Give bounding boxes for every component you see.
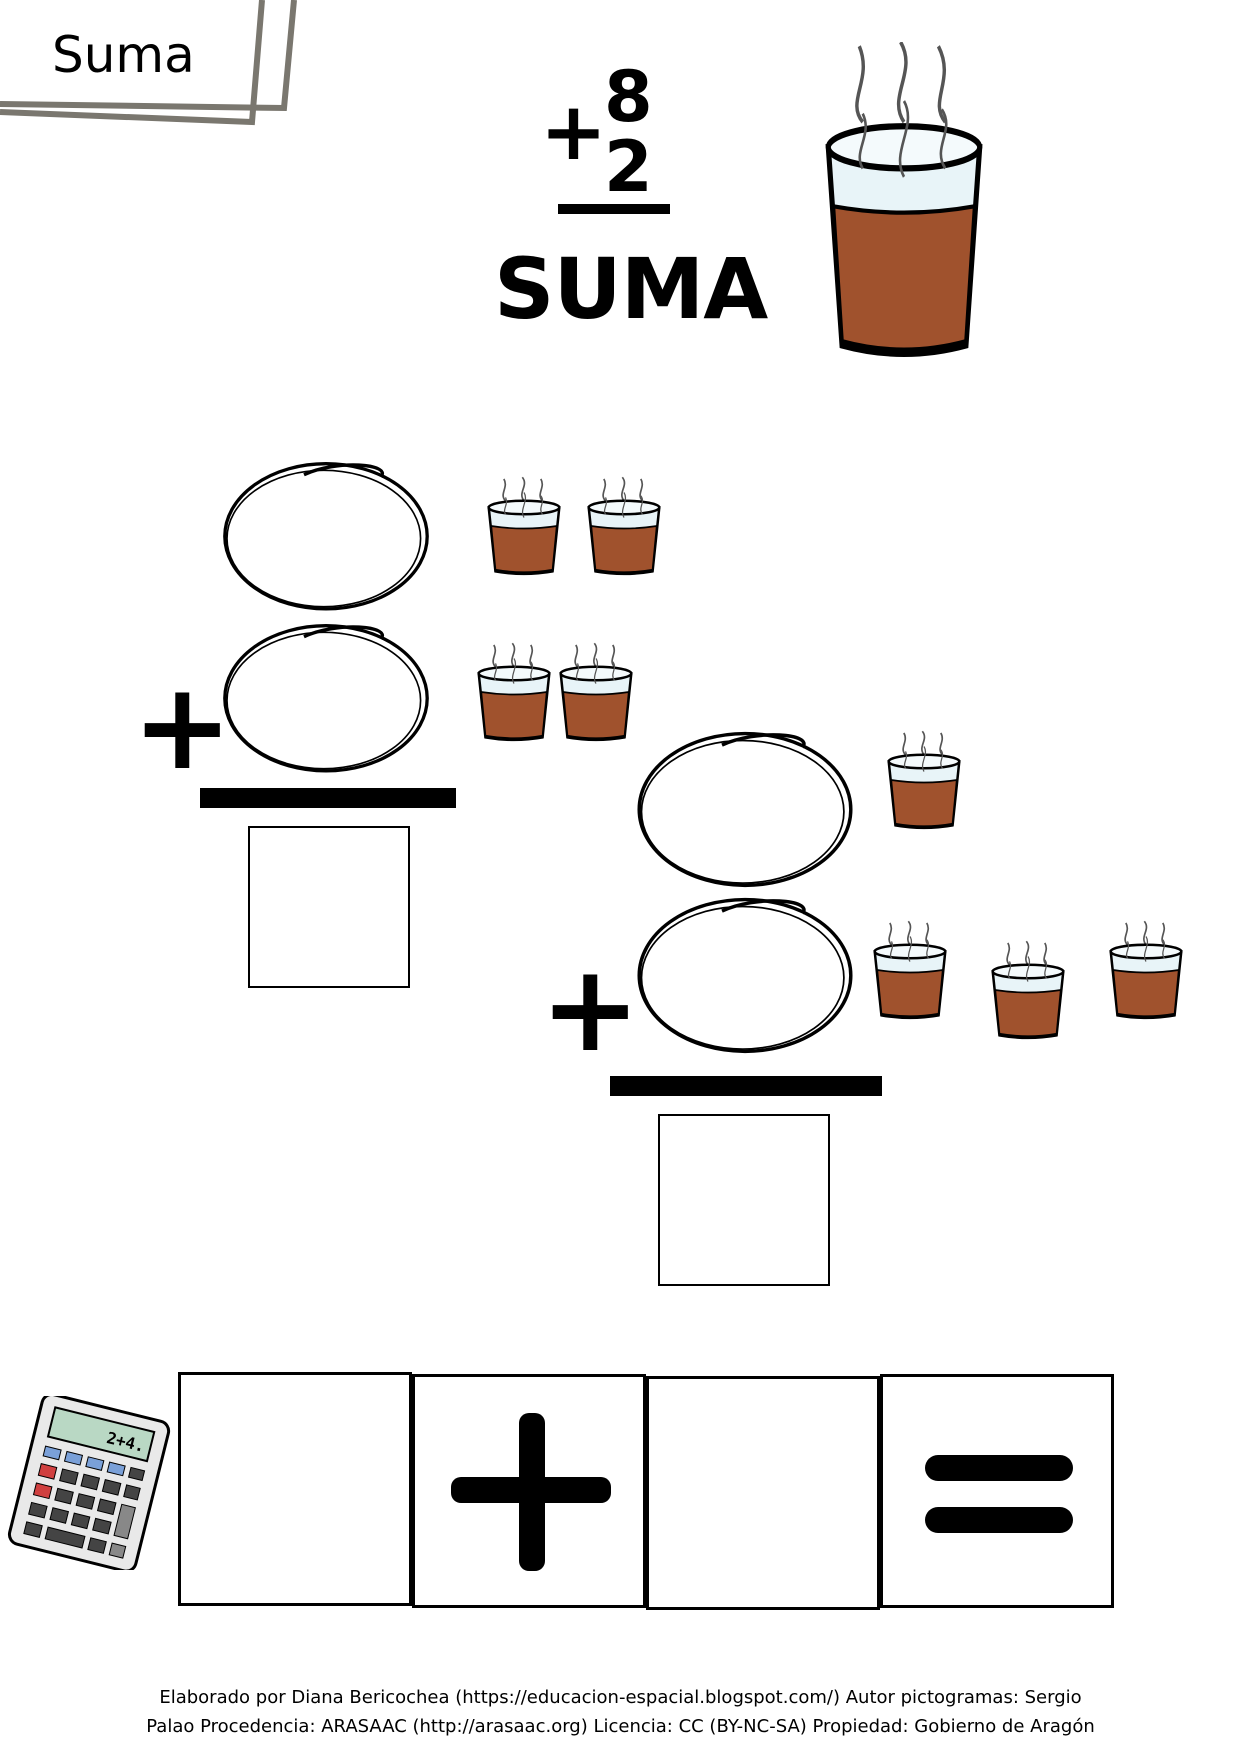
header-plus: + <box>540 85 608 178</box>
plus-sign-icon <box>451 1413 611 1571</box>
credits-footer: Elaborado por Diana Bericochea (https://… <box>0 1683 1241 1741</box>
zero-loop-top <box>630 718 860 894</box>
answer-box[interactable] <box>658 1114 830 1286</box>
glass-icon <box>1104 890 1188 1050</box>
zero-loop-top <box>216 448 436 618</box>
glass-icon <box>868 890 952 1050</box>
glass-icon <box>882 700 966 860</box>
exercise-operator: + <box>132 658 233 797</box>
header-word: SUMA <box>494 240 768 338</box>
equation-box-operator: + <box>412 1374 646 1608</box>
header-bottom-digit: 2 <box>604 126 653 208</box>
glass-icon <box>472 612 556 772</box>
zero-loop-bottom <box>216 610 436 780</box>
exercise-sum-line <box>610 1076 882 1096</box>
calculator-icon: 2+4. <box>7 1396 171 1570</box>
equation-box-equals: = <box>880 1374 1114 1608</box>
header-sum-line <box>558 204 670 214</box>
glass-icon <box>582 446 666 606</box>
equals-sign-icon <box>925 1455 1073 1533</box>
glass-icon <box>986 910 1070 1070</box>
exercise-operator: + <box>540 940 641 1079</box>
glass-icon <box>554 612 638 772</box>
tab-title: Suma <box>52 26 195 84</box>
header-top-digit: 8 <box>604 56 653 138</box>
answer-box[interactable] <box>248 826 410 988</box>
footer-line-2: Palao Procedencia: ARASAAC (http://arasa… <box>146 1716 1095 1737</box>
hot-chocolate-glass-icon <box>825 42 983 357</box>
glass-icon <box>482 446 566 606</box>
equation-box-2[interactable] <box>646 1376 880 1610</box>
equation-box-1[interactable] <box>178 1372 412 1606</box>
tab-frame <box>0 0 297 126</box>
zero-loop-bottom <box>630 884 860 1060</box>
exercise-sum-line <box>200 788 456 808</box>
footer-line-1: Elaborado por Diana Bericochea (https://… <box>159 1687 1082 1708</box>
